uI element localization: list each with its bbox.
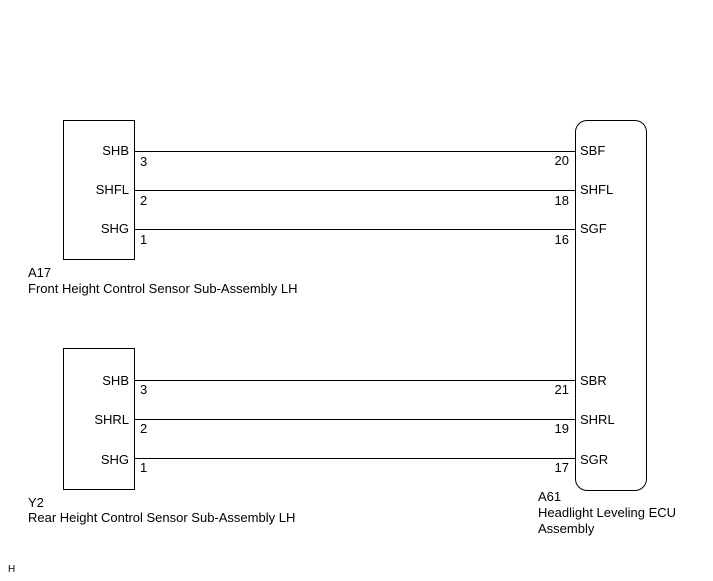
front-sensor-code: A17 — [28, 265, 52, 280]
front-pin-3: 3 — [140, 154, 148, 169]
rear-sensor-code: Y2 — [28, 495, 44, 510]
rear-signal-shrl: SHRL — [94, 412, 129, 427]
ecu-signal-sgf: SGF — [580, 221, 607, 236]
rear-pin-1: 1 — [140, 460, 148, 475]
ecu-signal-sbf: SBF — [580, 143, 606, 158]
front-signal-shfl: SHFL — [95, 182, 129, 197]
ecu-signal-sbr: SBR — [580, 373, 607, 388]
ecu-pin-21: 21 — [554, 382, 569, 397]
ecu-pin-20: 20 — [554, 153, 569, 168]
ecu-signal-sgr: SGR — [580, 452, 609, 467]
rear-pin-3: 3 — [140, 382, 148, 397]
wire-rear-shrl — [135, 419, 575, 420]
wire-rear-shg — [135, 458, 575, 459]
ecu-pin-16: 16 — [554, 232, 569, 247]
wire-front-shg — [135, 229, 575, 230]
ecu-signal-shfl: SHFL — [580, 182, 614, 197]
footer-mark: H — [8, 564, 16, 575]
ecu-name-line2: Assembly — [538, 521, 595, 536]
wire-front-shb — [135, 151, 575, 152]
ecu-connector-box — [575, 120, 647, 491]
rear-signal-shg: SHG — [100, 452, 129, 467]
rear-pin-2: 2 — [140, 421, 148, 436]
ecu-signal-shrl: SHRL — [580, 412, 615, 427]
wire-front-shfl — [135, 190, 575, 191]
front-sensor-name: Front Height Control Sensor Sub-Assembly… — [28, 281, 298, 296]
ecu-pin-19: 19 — [554, 421, 569, 436]
ecu-pin-17: 17 — [554, 460, 569, 475]
ecu-pin-18: 18 — [554, 193, 569, 208]
front-pin-2: 2 — [140, 193, 148, 208]
front-pin-1: 1 — [140, 232, 148, 247]
front-signal-shb: SHB — [102, 143, 129, 158]
front-sensor-connector-box — [63, 120, 135, 260]
rear-signal-shb: SHB — [102, 373, 129, 388]
rear-sensor-connector-box — [63, 348, 135, 490]
ecu-code: A61 — [538, 489, 562, 504]
rear-sensor-name: Rear Height Control Sensor Sub-Assembly … — [28, 510, 296, 525]
ecu-name-line1: Headlight Leveling ECU — [538, 505, 677, 520]
front-signal-shg: SHG — [100, 221, 129, 236]
wire-rear-shb — [135, 380, 575, 381]
